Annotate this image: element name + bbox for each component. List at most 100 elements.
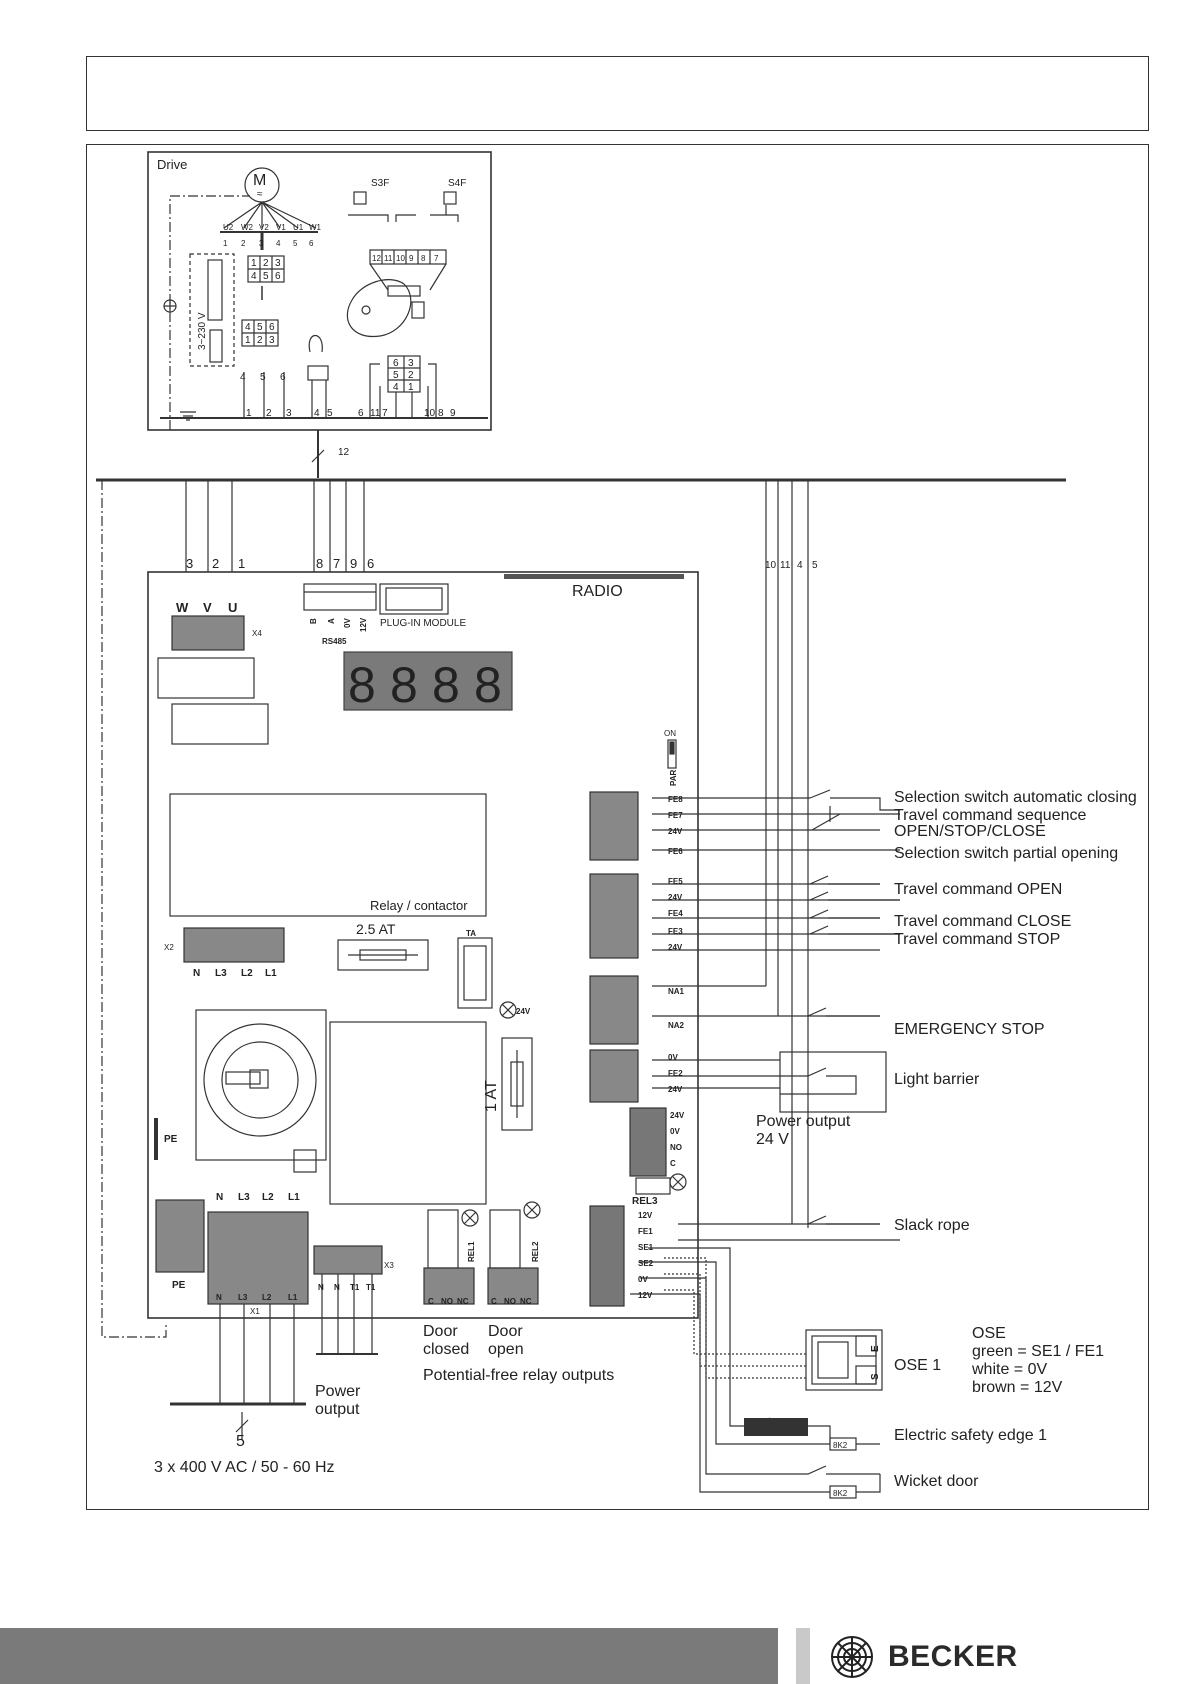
svg-text:U: U [228, 600, 237, 615]
rs485-label: RS485 [322, 637, 347, 646]
winding-labels: U2 W2 V2 V1 U1 W1 1 2 3 4 5 6 [223, 223, 322, 248]
svg-text:4: 4 [276, 239, 281, 248]
lamp-24v-label: 24V [516, 1007, 531, 1016]
svg-text:4: 4 [240, 372, 246, 383]
x2-label: X2 [164, 943, 174, 952]
label-ose-white: white = 0V [971, 1361, 1047, 1378]
svg-text:2: 2 [408, 370, 414, 381]
svg-text:2: 2 [263, 258, 269, 269]
svg-text:10: 10 [765, 560, 777, 571]
svg-text:L3: L3 [215, 968, 227, 979]
control-board [147, 571, 699, 1319]
svg-text:1: 1 [246, 408, 252, 419]
label-ose1: OSE 1 [894, 1357, 941, 1374]
connector-upper-labels: 1 2 3 4 5 6 4 5 6 1 2 3 [245, 258, 281, 346]
label-mains: 3 x 400 V AC / 50 - 60 Hz [154, 1459, 335, 1476]
limit-terminal-labels: 12 11 10 9 8 7 [372, 254, 439, 263]
resistor-2-label: 8K2 [833, 1489, 848, 1498]
svg-text:U2: U2 [223, 223, 234, 232]
label-mains-count: 5 [236, 1433, 245, 1450]
drive-title: Drive [157, 157, 187, 172]
motor-symbol: ≈ [257, 189, 263, 200]
svg-text:5: 5 [393, 370, 399, 381]
par-label: PAR [669, 769, 678, 786]
plugin-module-slot [379, 583, 449, 615]
svg-text:4: 4 [251, 271, 257, 282]
svg-text:2: 2 [241, 239, 246, 248]
svg-text:NO: NO [670, 1143, 682, 1152]
label-ose-green: green = SE1 / FE1 [972, 1343, 1104, 1360]
svg-text:1: 1 [238, 556, 245, 571]
pe-left-label: PE [164, 1134, 178, 1145]
svg-text:NA1: NA1 [668, 987, 685, 996]
svg-text:V: V [203, 600, 212, 615]
label-power-output-2: output [315, 1401, 360, 1418]
svg-text:C: C [491, 1297, 497, 1306]
drive-box [147, 151, 492, 431]
svg-text:L3: L3 [238, 1293, 248, 1302]
label-door-closed-2: closed [423, 1341, 469, 1358]
header-frame [86, 56, 1149, 131]
seven-segment-display [343, 651, 513, 711]
svg-text:8: 8 [348, 657, 376, 713]
svg-text:FE7: FE7 [668, 811, 683, 820]
label-power-out: Power output [756, 1113, 851, 1130]
svg-text:3: 3 [408, 358, 414, 369]
rel3-pin-labels: 24V 0V NO C [670, 1111, 685, 1168]
svg-text:FE3: FE3 [668, 927, 683, 936]
relay-contactor [169, 793, 487, 917]
svg-text:N: N [318, 1283, 324, 1292]
svg-text:24V: 24V [670, 1111, 685, 1120]
par-on-label: ON [664, 729, 676, 738]
label-auto-close: Selection switch automatic closing [894, 789, 1137, 806]
label-sequence-2: OPEN/STOP/CLOSE [894, 823, 1046, 840]
plug-grid-labels: 6 3 5 2 4 1 [393, 358, 414, 393]
voltage-label: 3~230 V [197, 312, 208, 350]
svg-text:12V: 12V [638, 1291, 653, 1300]
svg-text:C: C [670, 1159, 676, 1168]
svg-text:5: 5 [327, 408, 333, 419]
svg-text:6: 6 [269, 322, 275, 333]
svg-text:6: 6 [309, 239, 314, 248]
label-slack-rope: Slack rope [894, 1217, 970, 1234]
svg-text:4: 4 [393, 382, 399, 393]
svg-text:N: N [334, 1283, 340, 1292]
svg-text:L2: L2 [262, 1293, 272, 1302]
label-partial: Selection switch partial opening [894, 845, 1118, 862]
svg-text:10: 10 [424, 408, 436, 419]
svg-text:3: 3 [186, 556, 193, 571]
svg-text:2: 2 [266, 408, 272, 419]
svg-text:N: N [216, 1192, 223, 1203]
svg-text:1: 1 [408, 382, 414, 393]
svg-text:8: 8 [421, 254, 426, 263]
svg-text:V1: V1 [276, 223, 286, 232]
ose-e-label: E [870, 1345, 881, 1352]
svg-text:L3: L3 [238, 1192, 250, 1203]
svg-text:W2: W2 [241, 223, 254, 232]
wire-456-labels: 4 5 6 [240, 372, 286, 383]
drive-bottom-numbers: 1 2 3 4 5 6 11 7 10 8 9 [246, 408, 456, 419]
svg-text:5: 5 [293, 239, 298, 248]
svg-text:T1: T1 [366, 1283, 376, 1292]
rel3-label: REL3 [632, 1196, 658, 1207]
motor-terminal-labels: W V U [176, 600, 237, 615]
svg-text:9: 9 [409, 254, 414, 263]
svg-text:SE2: SE2 [638, 1259, 654, 1268]
svg-text:6: 6 [367, 556, 374, 571]
svg-text:NC: NC [520, 1297, 532, 1306]
label-safety-edge: Electric safety edge 1 [894, 1427, 1047, 1444]
label-stop: Travel command STOP [894, 931, 1060, 948]
wiring-diagram: Drive M ≈ S3F S4F 3~230 V 12 U2 W2 V2 V1… [96, 151, 1137, 1499]
svg-text:8: 8 [316, 556, 323, 571]
svg-text:2: 2 [257, 335, 263, 346]
svg-text:SE1: SE1 [638, 1243, 654, 1252]
ose-s-label: S [870, 1373, 881, 1380]
svg-text:C: C [428, 1297, 434, 1306]
x3-terminal-labels: N N T1 T1 [318, 1283, 376, 1292]
label-potential-free: Potential-free relay outputs [423, 1367, 614, 1384]
input-terminal-labels: FE8 FE7 24V FE6 FE5 24V FE4 FE3 24V NA1 … [638, 795, 685, 1300]
label-emergency: EMERGENCY STOP [894, 1021, 1045, 1038]
label-light-barrier: Light barrier [894, 1071, 980, 1088]
svg-text:6: 6 [393, 358, 399, 369]
svg-text:A: A [327, 618, 336, 624]
